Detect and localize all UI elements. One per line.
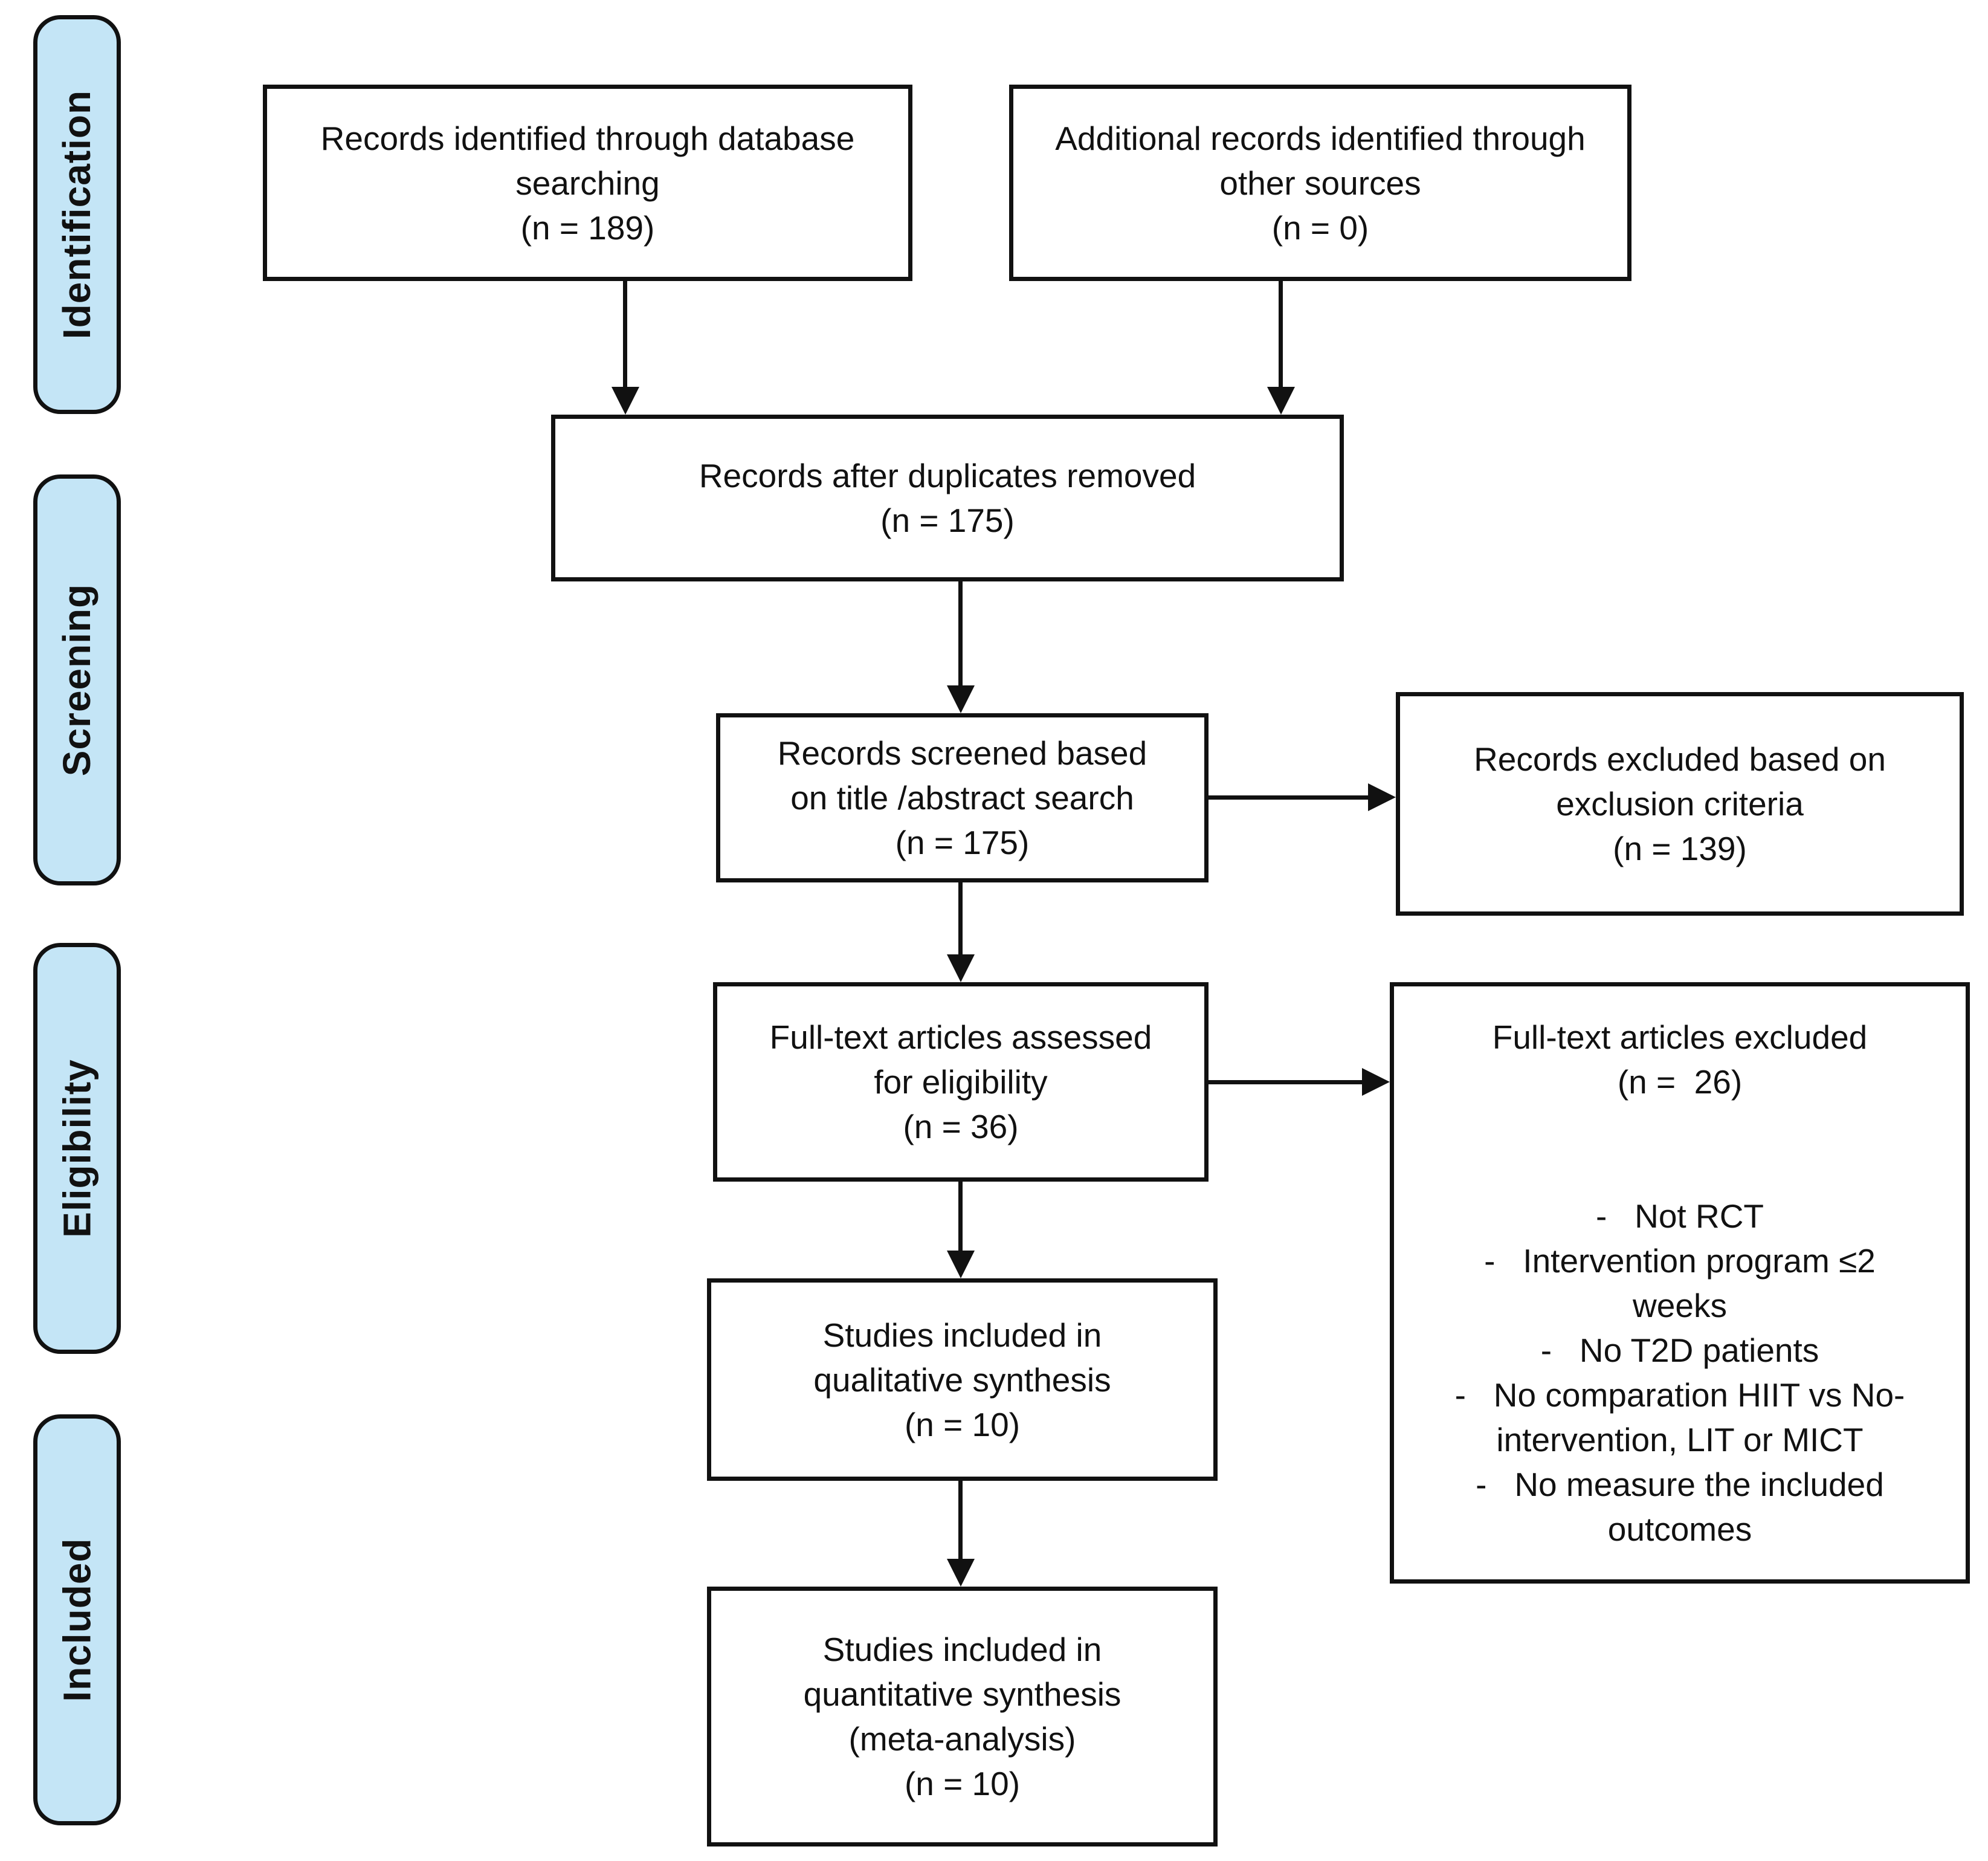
arrow-line (1209, 795, 1370, 800)
arrow-head (947, 954, 975, 982)
box-records-excluded: Records excluded based on exclusion crit… (1396, 692, 1964, 916)
stage-label: Screening (55, 583, 99, 777)
box-text: Records after duplicates removed (n = 17… (699, 457, 1196, 539)
box-records-screened: Records screened based on title /abstrac… (716, 713, 1209, 882)
arrow-line (1279, 281, 1283, 390)
box-text: Studies included in qualitative synthesi… (813, 1316, 1111, 1443)
box-fulltext-assessed: Full-text articles assessed for eligibil… (713, 982, 1209, 1182)
arrow-line (958, 882, 963, 958)
arrow-head (1368, 783, 1396, 811)
box-text: Records screened based on title /abstrac… (777, 734, 1147, 861)
arrow-head (1267, 387, 1295, 415)
arrow-line (958, 1481, 963, 1562)
arrow-line (958, 1182, 963, 1254)
box-text: Additional records identified through ot… (1055, 119, 1586, 247)
stage-included: Included (33, 1414, 121, 1825)
arrow-head (612, 387, 639, 415)
arrow-line (958, 581, 963, 688)
box-fulltext-excluded: Full-text articles excluded (n = 26) - N… (1390, 982, 1970, 1584)
stage-identification: Identification (33, 15, 121, 414)
arrow-head (947, 685, 975, 713)
box-after-duplicates: Records after duplicates removed (n = 17… (551, 415, 1344, 581)
stage-eligibility: Eligibility (33, 943, 121, 1354)
stage-label: Identification (55, 89, 99, 340)
box-records-identified: Records identified through database sear… (263, 85, 912, 281)
box-text: Full-text articles excluded (n = 26) - N… (1454, 1018, 1905, 1548)
box-additional-records: Additional records identified through ot… (1009, 85, 1631, 281)
box-text: Records identified through database sear… (320, 119, 855, 247)
arrow-head (947, 1559, 975, 1587)
box-text: Full-text articles assessed for eligibil… (769, 1018, 1152, 1145)
box-qualitative-synthesis: Studies included in qualitative synthesi… (707, 1278, 1218, 1481)
box-quantitative-synthesis: Studies included in quantitative synthes… (707, 1587, 1218, 1846)
arrow-line (1209, 1080, 1364, 1084)
stage-label: Eligibility (55, 1059, 99, 1238)
stage-screening: Screening (33, 474, 121, 885)
arrow-head (1362, 1068, 1390, 1096)
box-text: Studies included in quantitative synthes… (803, 1631, 1121, 1802)
arrow-head (947, 1251, 975, 1278)
arrow-line (623, 281, 627, 390)
stage-label: Included (55, 1538, 99, 1702)
box-text: Records excluded based on exclusion crit… (1474, 740, 1886, 867)
